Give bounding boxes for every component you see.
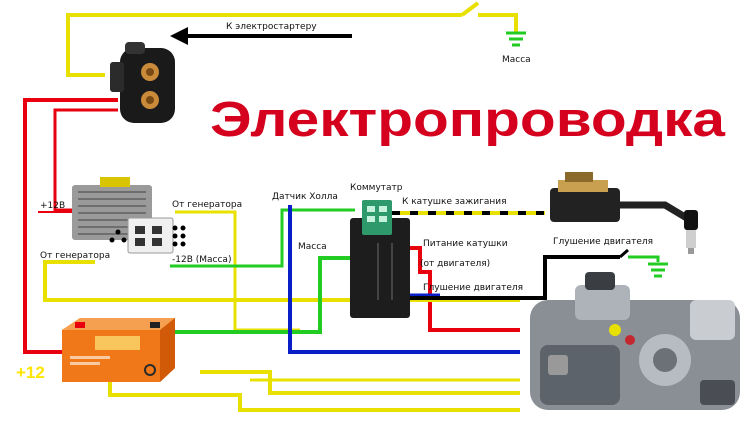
- label-commutator: Коммутатр: [350, 183, 403, 193]
- label-engine-kill-1: Глушение двигателя: [553, 237, 653, 247]
- label-minus12-ground: -12В (Масса): [172, 255, 231, 265]
- label-to-starter: К электростартеру: [226, 22, 317, 32]
- label-ground-top: Масса: [502, 55, 531, 65]
- yellow-wire-from-gen-left: [43, 260, 520, 302]
- green-wire-right-ground: [628, 255, 660, 262]
- diagram-title: Электропроводка: [210, 93, 726, 147]
- label-ground-mid: Масса: [298, 242, 327, 252]
- label-battery-plus12: +12: [16, 363, 45, 382]
- cdi-module: [350, 200, 410, 318]
- label-from-generator-1: От генератора: [172, 200, 242, 210]
- engine: [530, 272, 740, 410]
- green-wire-regulator-ground: [170, 208, 355, 268]
- yellow-wire-bottom-1: [108, 382, 520, 412]
- ground-symbol-top: [506, 31, 526, 47]
- green-wire-battery-ground: [175, 256, 355, 334]
- battery: [62, 318, 175, 382]
- label-plus12-regulator: +12В: [40, 201, 65, 211]
- label-engine-kill-2: Глушение двигателя: [423, 283, 523, 293]
- label-from-generator-2: От генератора: [40, 251, 110, 261]
- label-from-engine: (от двигателя): [420, 259, 490, 269]
- black-wire-engine-kill: [405, 255, 620, 300]
- kill-switch: [619, 248, 629, 259]
- starter-relay: [110, 42, 175, 123]
- blue-wire-hall-sensor: [288, 205, 520, 354]
- red-wire-coil-power: [405, 246, 520, 332]
- red-wire-main: [23, 98, 118, 354]
- voltage-regulator: [72, 177, 186, 254]
- label-to-ignition-coil: К катушке зажигания: [402, 197, 507, 207]
- ground-symbol-right: [648, 262, 668, 278]
- label-coil-power: Питание катушки: [423, 239, 508, 249]
- label-hall-sensor: Датчик Холла: [272, 192, 338, 202]
- starter-switch: [460, 1, 480, 17]
- ignition-coil: [550, 172, 698, 254]
- yellow-wire-to-top-ground: [478, 13, 518, 32]
- yellow-wire-bottom-2: [200, 370, 520, 395]
- yellow-wire-starter-switch: [66, 13, 462, 77]
- red-wire-relay-to-regulator: [53, 108, 118, 212]
- arrow-to-relay: [170, 27, 188, 45]
